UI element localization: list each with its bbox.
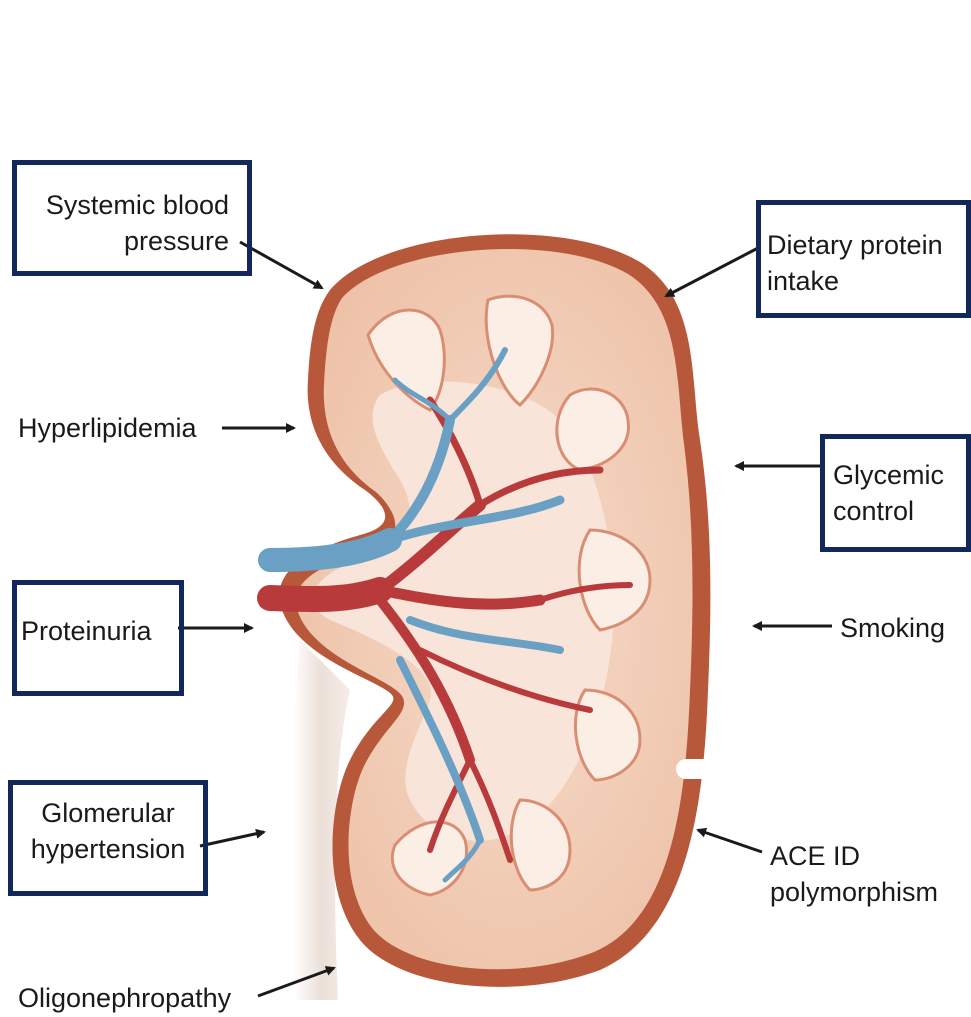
label-proteinuria: Proteinuria (12, 580, 184, 696)
arrow-dietary-protein (666, 248, 758, 296)
label-oligonephropathy: Oligonephropathy (18, 980, 231, 1016)
arrow-glomerular-htn (200, 832, 264, 846)
label-line: Systemic blood (17, 187, 229, 223)
label-glomerular-hypertension: Glomerular hypertension (8, 780, 208, 896)
label-ace-id-polymorphism: ACE ID polymorphism (770, 838, 938, 910)
label-line: Smoking (840, 610, 945, 646)
white-notch (676, 759, 718, 779)
arrow-ace-id (698, 830, 762, 852)
label-line: Dietary protein (767, 227, 966, 263)
label-line: control (833, 493, 966, 529)
arrow-systemic-bp (240, 242, 322, 288)
label-line: Oligonephropathy (18, 980, 231, 1016)
label-line: intake (767, 263, 966, 299)
label-line: Glycemic (833, 457, 966, 493)
label-line: ACE ID (770, 838, 938, 874)
label-line: Hyperlipidemia (18, 410, 197, 446)
label-systemic-blood-pressure: Systemic blood pressure (12, 160, 252, 276)
label-line: polymorphism (770, 874, 938, 910)
label-line: Glomerular (13, 795, 203, 831)
label-smoking: Smoking (840, 610, 945, 646)
label-hyperlipidemia: Hyperlipidemia (18, 410, 197, 446)
label-line: hypertension (13, 831, 203, 867)
label-glycemic-control: Glycemic control (820, 434, 971, 552)
label-line: Proteinuria (21, 613, 179, 649)
label-line: pressure (17, 223, 229, 259)
label-dietary-protein-intake: Dietary protein intake (756, 200, 971, 318)
